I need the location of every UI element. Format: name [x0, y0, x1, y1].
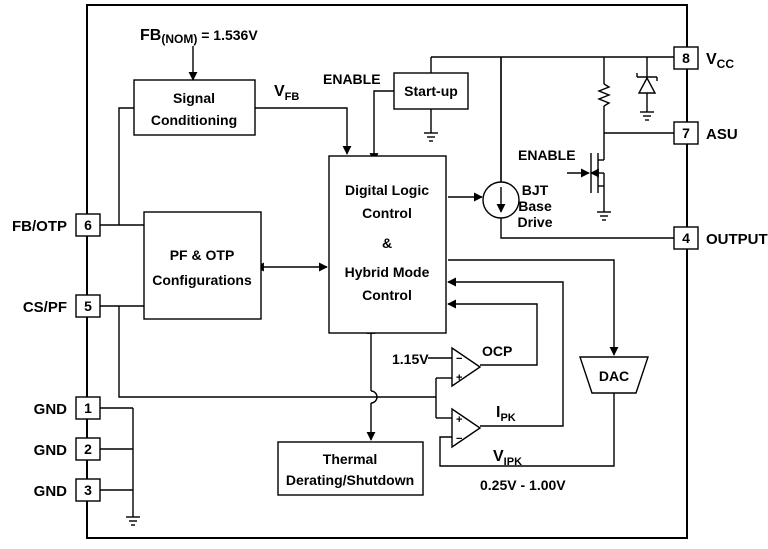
fb-nom-label: FB(NOM) = 1.536V: [140, 27, 258, 46]
pin-output-number: 4: [682, 230, 690, 246]
digital-logic-label-4: Hybrid Mode: [345, 264, 430, 280]
digital-logic-label-3: &: [382, 235, 392, 251]
digital-logic-block: Digital Logic Control & Hybrid Mode Cont…: [328, 155, 447, 334]
current-source-symbol: [482, 181, 520, 219]
pin-gnd-3-number: 3: [84, 482, 92, 498]
pin-gnd-2-name: GND: [34, 442, 68, 459]
signal-conditioning-label-2: Conditioning: [151, 112, 237, 128]
thermal-block: Thermal Derating/Shutdown: [277, 441, 424, 496]
pin-cs-pf-number: 5: [84, 298, 92, 314]
ocp-plus-sign: +: [456, 372, 462, 384]
pin-gnd-2: 2 GND: [34, 437, 101, 461]
pin-asu: 7 ASU: [673, 121, 738, 145]
ocp-minus-sign: −: [456, 353, 462, 365]
ipk-label: IPK: [496, 404, 516, 424]
enable-startup-label: ENABLE: [323, 71, 381, 87]
pin-gnd-1-number: 1: [84, 400, 92, 416]
pin-fb-otp-name: FB/OTP: [12, 218, 67, 235]
pin-vcc-name: VCC: [706, 51, 734, 71]
enable-mosfet-label: ENABLE: [518, 147, 576, 163]
pin-gnd-3-name: GND: [34, 483, 68, 500]
ipk-plus-sign: +: [456, 414, 462, 426]
thermal-label-2: Derating/Shutdown: [286, 472, 414, 488]
pin-output: 4 OUTPUT: [673, 226, 768, 250]
pf-otp-label-1: PF & OTP: [170, 247, 235, 263]
pin-output-name: OUTPUT: [706, 231, 768, 248]
pin-asu-name: ASU: [706, 126, 738, 143]
dac-block: DAC: [579, 356, 649, 394]
pin-gnd-2-number: 2: [84, 441, 92, 457]
digital-logic-label-5: Control: [362, 287, 412, 303]
pin-gnd-1-name: GND: [34, 401, 68, 418]
startup-block: Start-up: [393, 72, 469, 110]
pin-fb-otp-number: 6: [84, 217, 92, 233]
dac-label: DAC: [599, 368, 629, 384]
pin-vcc: 8 VCC: [673, 46, 734, 71]
bjt-drive-label-1: BJT: [522, 182, 549, 198]
pin-cs-pf: 5 CS/PF: [23, 294, 101, 318]
ocp-comparator: − +: [451, 346, 482, 388]
pin-vcc-number: 8: [682, 50, 690, 66]
pin-fb-otp: 6 FB/OTP: [12, 213, 101, 237]
vfb-label: VFB: [274, 83, 299, 103]
pin-gnd-3: 3 GND: [34, 478, 101, 502]
pin-cs-pf-name: CS/PF: [23, 299, 67, 316]
wires: [100, 46, 674, 526]
ipk-minus-sign: −: [456, 433, 462, 445]
pf-otp-block: PF & OTP Configurations: [143, 211, 262, 320]
ocp-label: OCP: [482, 343, 512, 359]
signal-conditioning-label-1: Signal: [173, 90, 215, 106]
pin-gnd-1: 1 GND: [34, 396, 101, 420]
digital-logic-label-1: Digital Logic: [345, 182, 429, 198]
ic-outline: [86, 4, 688, 539]
pf-otp-label-2: Configurations: [152, 272, 252, 288]
bjt-drive-label-2: Base: [518, 198, 552, 214]
thermal-label-1: Thermal: [323, 451, 377, 467]
vipk-range-label: 0.25V - 1.00V: [480, 477, 566, 493]
ocp-ref-label: 1.15V: [392, 351, 429, 367]
bjt-drive-label-3: Drive: [517, 214, 552, 230]
ipk-comparator: + −: [451, 407, 482, 449]
pin-asu-number: 7: [682, 125, 690, 141]
signal-conditioning-block: Signal Conditioning: [133, 79, 256, 136]
startup-label: Start-up: [404, 83, 458, 99]
digital-logic-label-2: Control: [362, 205, 412, 221]
vipk-label: VIPK: [493, 448, 522, 468]
